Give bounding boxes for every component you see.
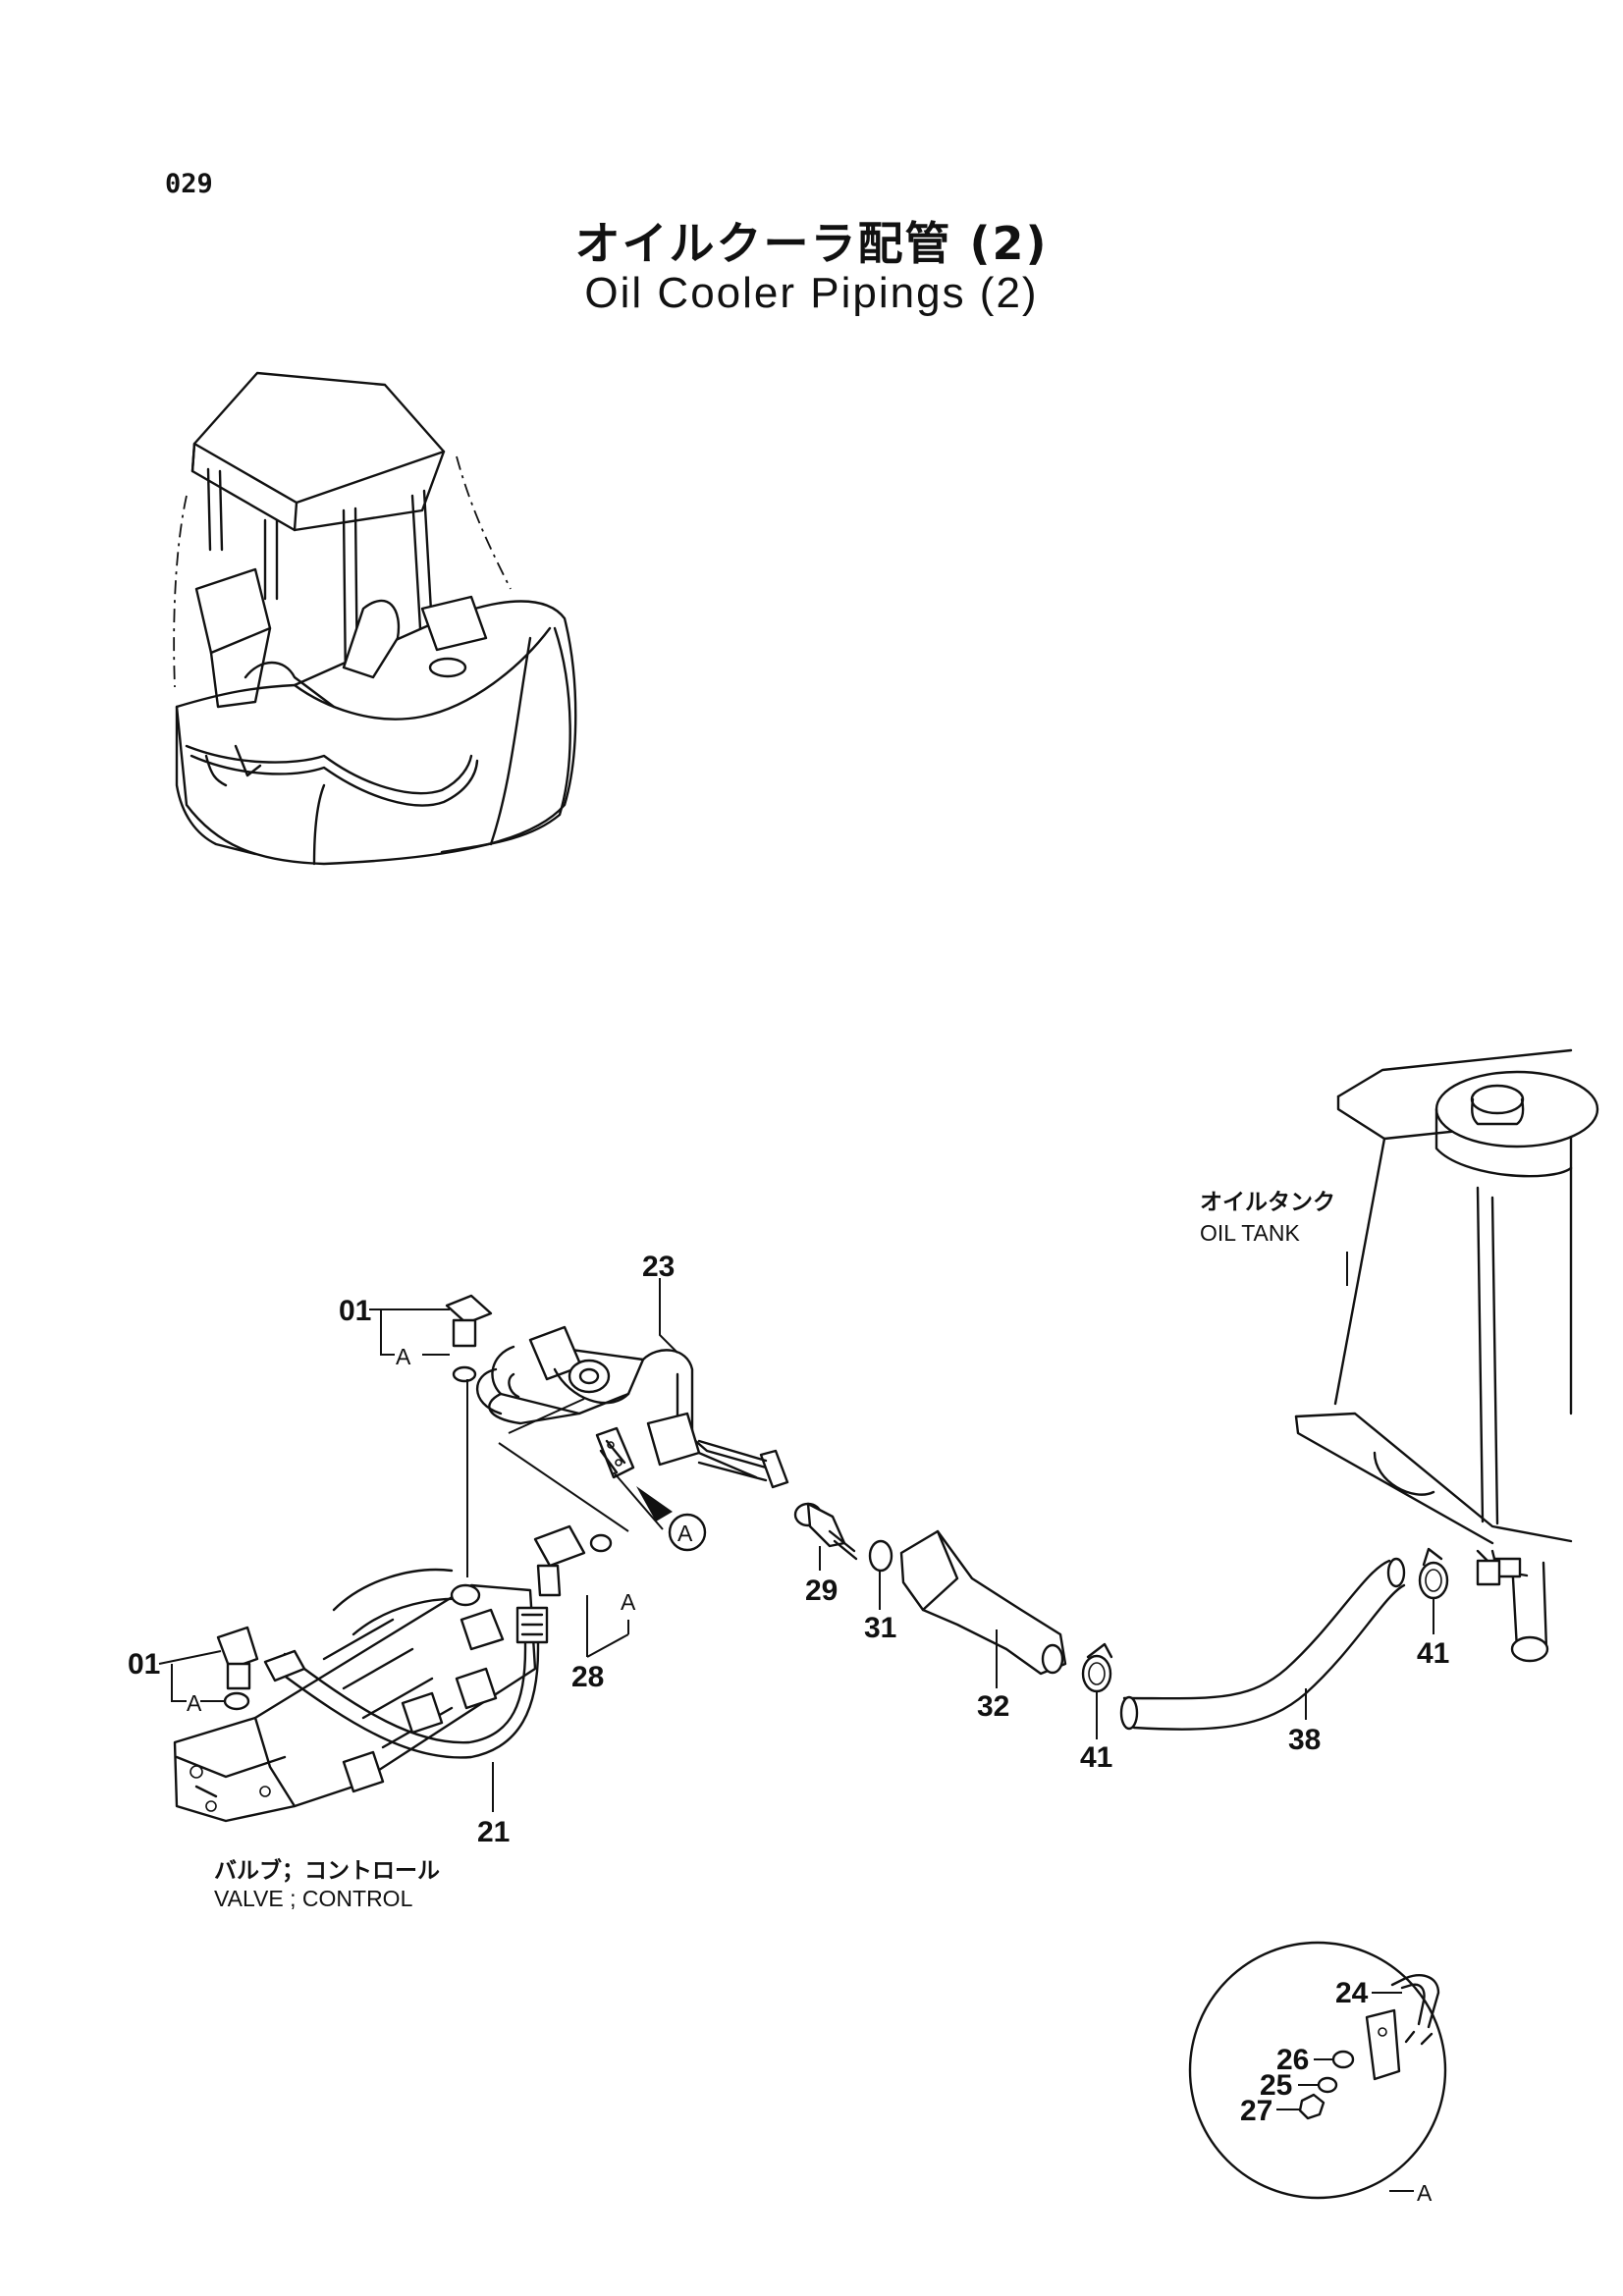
hose-fitting-32 [899,1529,1067,1676]
view-a-marker-28: A [621,1589,636,1615]
oil-tank-label-jp: オイルタンク [1200,1189,1335,1214]
callout-41-right: 41 [1417,1637,1449,1670]
callout-21: 21 [477,1816,510,1848]
view-a-marker-detail: A [1417,2180,1433,2206]
hose-38 [1119,1557,1406,1731]
callout-32: 32 [977,1690,1009,1723]
page-number: 029 [165,169,213,199]
callout-26: 26 [1276,2044,1309,2076]
view-a-marker-bottom: A [187,1690,202,1716]
callout-28: 28 [571,1661,604,1693]
callout-01-top: 01 [339,1295,371,1327]
machine-overview-illustration [173,371,577,866]
o-ring-31 [868,1539,893,1573]
adapter-29 [793,1502,858,1561]
callout-38: 38 [1288,1724,1321,1756]
callout-25: 25 [1260,2069,1292,2102]
callout-24: 24 [1335,1977,1369,2009]
callout-27: 27 [1240,2095,1272,2127]
detail-view-a [1188,1941,1447,2200]
hose-23-assembly [445,1294,789,1489]
callout-23: 23 [642,1251,675,1283]
valve-label-en: VALVE ; CONTROL [214,1886,413,1911]
clamp-41-left [1081,1642,1113,1693]
hose-21 [263,1606,549,1759]
view-a-pointer [636,1486,707,1552]
control-valve-illustration [173,1568,537,1823]
clamp-41-right [1418,1547,1501,1600]
view-a-marker-top: A [396,1344,411,1369]
view-a-circle-label: A [677,1521,693,1546]
callout-31: 31 [864,1612,896,1644]
leader-lines [158,1278,1434,2192]
elbow-fitting-28 [533,1524,613,1597]
oil-tank-illustration [1294,1048,1599,1663]
valve-label-jp: バルブ；コントロール [214,1857,440,1883]
page-title-japanese: オイルクーラ配管 (2) [574,217,1049,270]
callout-41-left: 41 [1080,1741,1112,1774]
oil-tank-label-en: OIL TANK [1200,1220,1300,1246]
callout-01-bottom: 01 [128,1648,160,1681]
callout-29: 29 [805,1575,838,1607]
page-title-english: Oil Cooler Pipings (2) [584,269,1039,317]
